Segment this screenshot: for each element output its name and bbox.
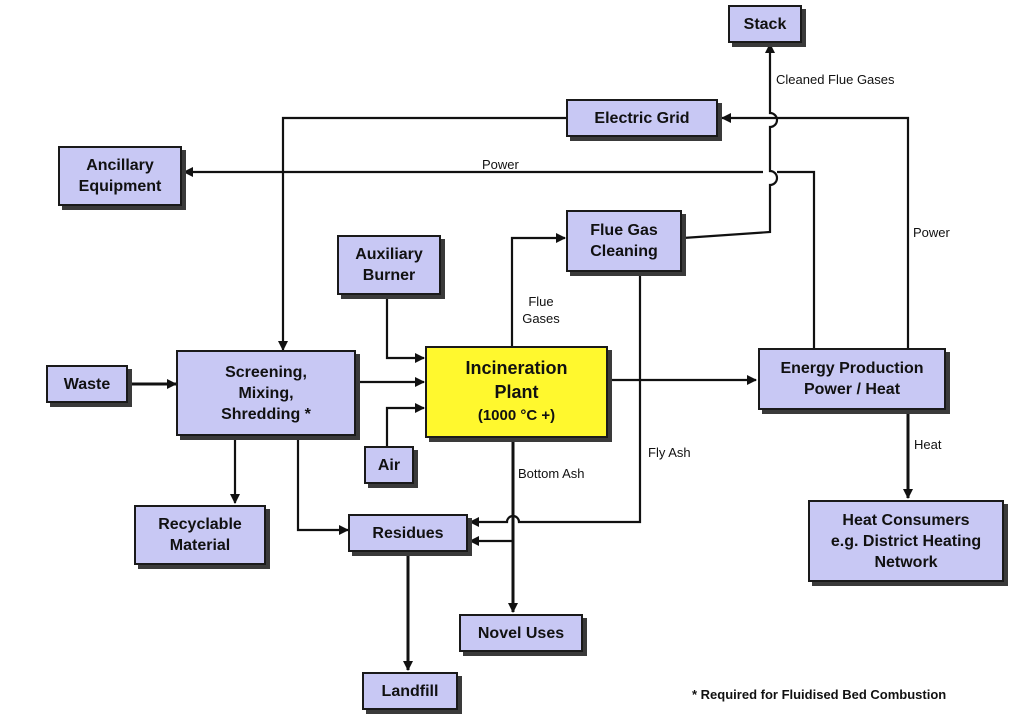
auxiliary-burner-box: Auxiliary Burner <box>337 235 441 295</box>
energy-label-1: Energy Production <box>780 360 924 377</box>
landfill-box: Landfill <box>362 672 458 710</box>
arrow-energy-ancillary <box>184 172 816 348</box>
incineration-plant-box: Incineration Plant (1000 °C +) <box>425 346 608 438</box>
heat-consumers-box: Heat Consumers e.g. District Heating Net… <box>808 500 1004 582</box>
bottom-ash-label: Bottom Ash <box>518 466 585 481</box>
energy-label-2: Power / Heat <box>803 381 901 398</box>
air-box: Air <box>364 446 414 484</box>
ancillary-equipment-box: Ancillary Equipment <box>58 146 182 206</box>
flue-gas-cleaning-box: Flue Gas Cleaning <box>566 210 682 272</box>
arrow-energy-grid <box>721 113 910 348</box>
flue-gas-label-1: Flue Gas <box>590 222 658 239</box>
power-label-top: Power <box>482 157 519 172</box>
flue-gas-label-2: Cleaning <box>590 243 658 260</box>
flue-gases-label-2: Gases <box>522 311 560 326</box>
heat-label: Heat <box>914 437 942 452</box>
residues-box: Residues <box>348 514 468 552</box>
ancillary-label-1: Ancillary <box>86 157 154 174</box>
cleaned-flue-gases-label: Cleaned Flue Gases <box>776 72 895 87</box>
arrow-grid-screening <box>278 116 566 351</box>
recyclable-label-2: Material <box>169 537 231 554</box>
stack-label: Stack <box>743 15 787 33</box>
stack-box: Stack <box>728 5 802 43</box>
arrow-incineration-fluegas <box>510 233 566 346</box>
incineration-label-2: Plant <box>494 382 539 402</box>
energy-production-box: Energy Production Power / Heat <box>758 348 946 410</box>
screening-label-3: Shredding * <box>221 405 311 423</box>
recyclable-label-1: Recyclable <box>158 516 242 533</box>
air-label: Air <box>377 456 401 474</box>
novel-uses-label: Novel Uses <box>477 624 565 642</box>
flue-gases-label: Flue Gases <box>516 293 566 327</box>
fly-ash-label: Fly Ash <box>648 445 691 460</box>
incineration-label-1: Incineration <box>465 358 568 378</box>
electric-grid-box: Electric Grid <box>566 99 718 137</box>
residues-label: Residues <box>372 524 444 542</box>
incineration-label-3: (1000 °C +) <box>477 407 556 424</box>
power-label-right: Power <box>913 225 950 240</box>
recyclable-material-box: Recyclable Material <box>134 505 266 565</box>
arrow-screening-residues <box>296 436 349 535</box>
heat-consumers-label-3: Network <box>874 553 938 571</box>
ancillary-label-2: Equipment <box>78 178 162 195</box>
flue-gases-label-1: Flue <box>528 294 554 309</box>
heat-consumers-label-1: Heat Consumers <box>842 511 970 529</box>
arrow-air-incineration <box>385 403 425 446</box>
waste-label: Waste <box>63 375 111 393</box>
screening-label-2: Mixing, <box>238 384 294 402</box>
arrow-fluegas-stack <box>682 43 779 240</box>
screening-box: Screening, Mixing, Shredding * <box>176 350 356 436</box>
auxiliary-label-2: Burner <box>362 267 416 284</box>
electric-grid-label: Electric Grid <box>594 109 690 127</box>
arrow-burner-incineration <box>385 297 425 363</box>
novel-uses-box: Novel Uses <box>459 614 583 652</box>
landfill-label: Landfill <box>381 682 439 700</box>
waste-box: Waste <box>46 365 128 403</box>
auxiliary-label-1: Auxiliary <box>355 246 423 263</box>
screening-label-1: Screening, <box>225 363 307 381</box>
heat-consumers-label-2: e.g. District Heating <box>830 532 982 550</box>
footnote: * Required for Fluidised Bed Combustion <box>692 687 947 702</box>
